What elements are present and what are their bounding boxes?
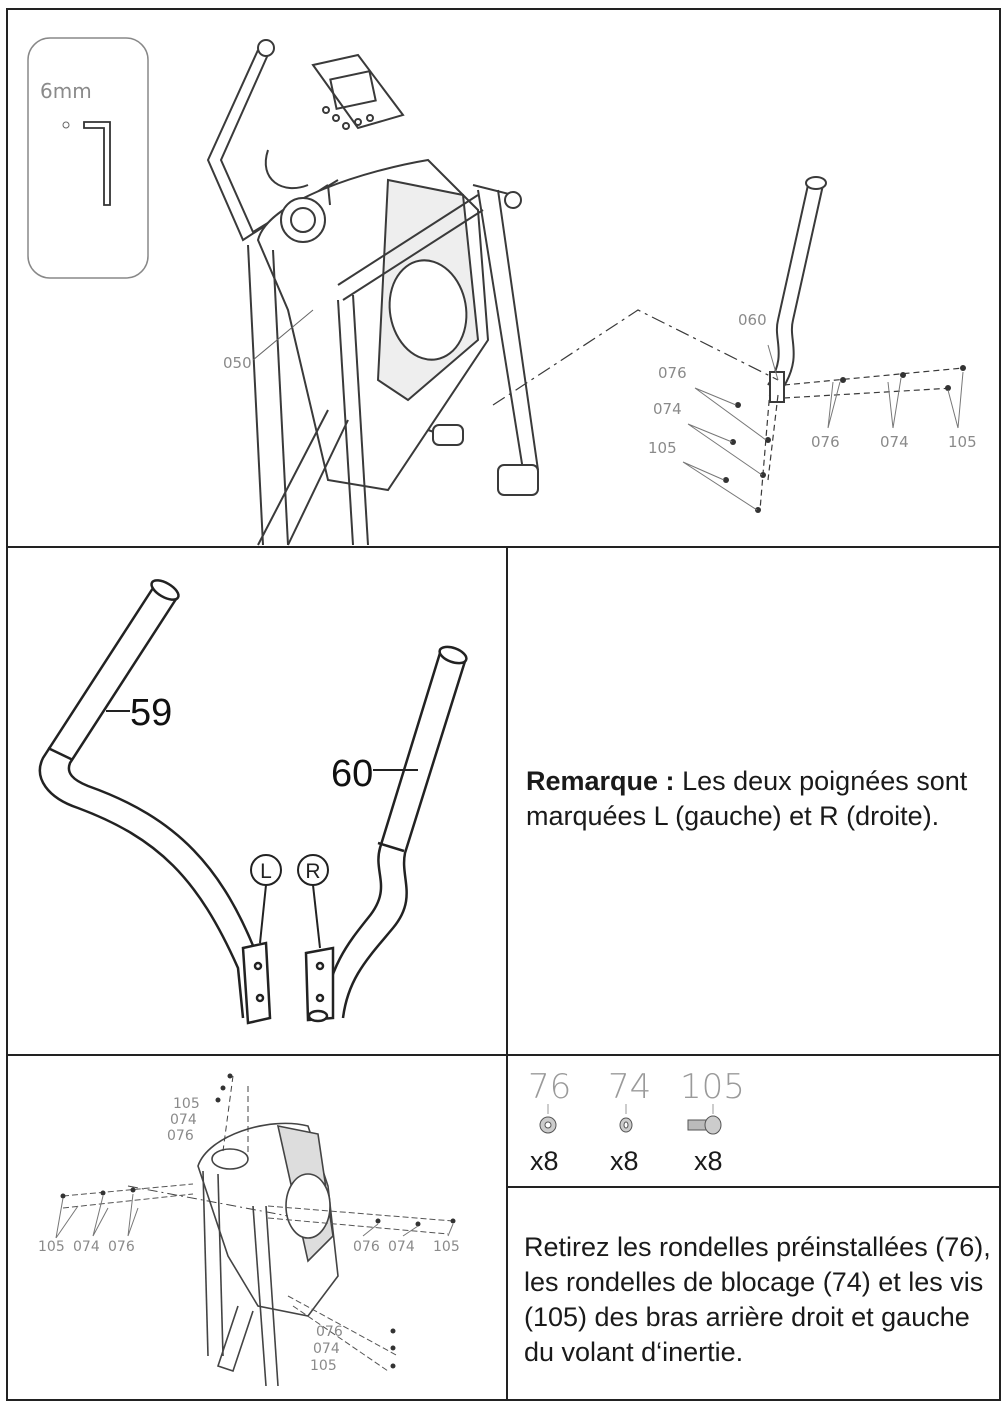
label-105: 105	[433, 1239, 460, 1255]
trainer-rear-view	[127, 1075, 339, 1387]
label-076: 076	[108, 1239, 135, 1255]
hardware-number: 74	[608, 1067, 651, 1107]
handle-exploded-view	[492, 176, 964, 511]
removal-instruction: Retirez les rondelles préinstallées (76)…	[524, 1232, 991, 1367]
note-label: Remarque :	[526, 766, 675, 796]
label-076: 076	[658, 364, 687, 382]
elliptical-trainer-drawing	[206, 39, 539, 546]
label-105: 105	[948, 433, 977, 451]
mark-r: R	[305, 860, 320, 883]
page-frame	[6, 8, 1001, 1401]
handle-59	[38, 579, 272, 1025]
label-105: 105	[648, 439, 677, 457]
step-illustration-top: 6mm	[8, 10, 999, 546]
label-074: 074	[653, 400, 682, 418]
divider	[506, 546, 508, 1401]
label-074: 074	[170, 1112, 197, 1128]
label-050: 050	[223, 354, 252, 372]
hardware-item-105: 105 x8	[680, 1067, 745, 1176]
divider	[6, 546, 1001, 548]
hardware-item-76: 76 x8	[528, 1067, 571, 1176]
label-074: 074	[388, 1239, 415, 1255]
part-number-60: 60	[331, 753, 373, 795]
screw-icon	[687, 1115, 722, 1135]
note-text: Les deux poignées sont marquées L (gauch…	[526, 766, 968, 831]
hardware-number: 105	[680, 1067, 745, 1107]
hardware-qty: x8	[694, 1146, 723, 1176]
washer-icon	[539, 1116, 557, 1134]
lock-washer-icon	[619, 1117, 633, 1133]
divider	[507, 1186, 1001, 1188]
handles-illustration: 59 60 L R	[8, 548, 506, 1054]
label-105: 105	[310, 1358, 337, 1374]
divider	[6, 1054, 1001, 1056]
handle-60	[304, 645, 468, 1023]
label-060: 060	[738, 311, 767, 329]
tool-box: 6mm	[27, 37, 149, 279]
hardware-list: 76 x8 74 x8 105 x8	[508, 1056, 999, 1186]
hardware-qty: x8	[610, 1146, 639, 1176]
hardware-number: 76	[528, 1067, 571, 1107]
label-074: 074	[73, 1239, 100, 1255]
label-074: 074	[880, 433, 909, 451]
label-105: 105	[38, 1239, 65, 1255]
left-mark-icon: L	[250, 854, 282, 944]
tool-size-label: 6mm	[40, 79, 92, 103]
label-076: 076	[316, 1324, 343, 1340]
hardware-item-74: 74 x8	[608, 1067, 651, 1176]
handles-note: Remarque : Les deux poignées sont marqué…	[526, 764, 986, 834]
label-076: 076	[353, 1239, 380, 1255]
hardware-qty: x8	[530, 1146, 559, 1176]
right-mark-icon: R	[297, 854, 329, 949]
mark-l: L	[260, 860, 272, 883]
hex-key-icon	[62, 121, 111, 206]
label-076: 076	[811, 433, 840, 451]
label-105: 105	[173, 1096, 200, 1112]
step-illustration-bottom: 105 074 076 105 074 076 076 074 105 076 …	[8, 1056, 506, 1400]
label-074: 074	[313, 1341, 340, 1357]
label-076: 076	[167, 1128, 194, 1144]
part-number-59: 59	[130, 692, 172, 734]
